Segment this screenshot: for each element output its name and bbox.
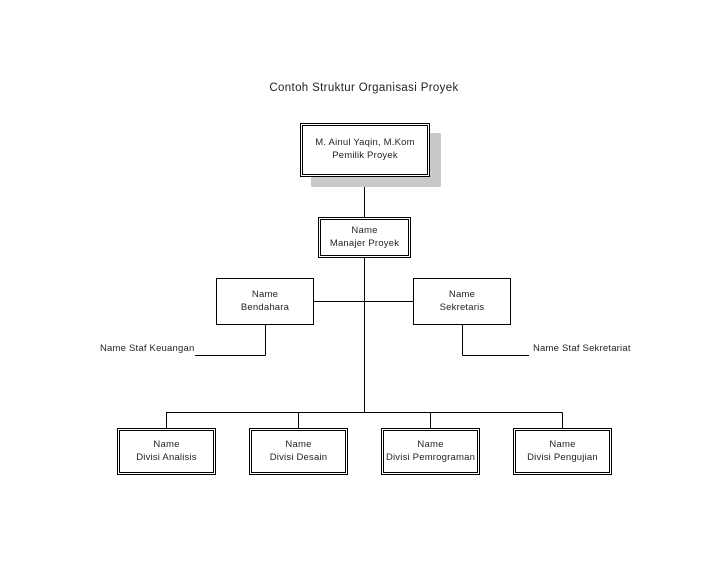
- node-treasurer-line1: Name: [251, 288, 279, 300]
- node-division-analisis-line1: Name: [153, 438, 180, 450]
- node-division-analisis-line2: Divisi Analisis: [136, 451, 197, 463]
- node-division-desain[interactable]: Name Divisi Desain: [249, 428, 348, 475]
- node-finance-staff-line2: Staf Keuangan: [129, 343, 195, 354]
- node-division-analisis[interactable]: Name Divisi Analisis: [117, 428, 216, 475]
- node-owner-line1: M. Ainul Yaqin, M.Kom: [315, 137, 415, 149]
- node-finance-staff-line1: Name: [100, 343, 127, 354]
- node-owner-line2: Pemilik Proyek: [332, 150, 398, 161]
- node-secretary-line2: Sekretaris: [439, 301, 485, 313]
- node-treasurer[interactable]: Name Bendahara: [216, 278, 314, 325]
- node-secretary-line1: Name: [448, 288, 476, 300]
- node-division-pengujian-line2: Divisi Pengujian: [527, 451, 598, 463]
- node-manager-line1: Name: [351, 224, 378, 236]
- node-division-pengujian[interactable]: Name Divisi Pengujian: [513, 428, 612, 475]
- node-manager[interactable]: Name Manajer Proyek: [318, 217, 411, 258]
- node-division-desain-line2: Divisi Desain: [269, 451, 328, 463]
- node-secretariat-staff-line2: Staf Sekretariat: [562, 343, 631, 354]
- node-treasurer-line2: Bendahara: [240, 301, 290, 313]
- node-finance-staff[interactable]: Name Staf Keuangan: [100, 343, 194, 356]
- node-manager-line2: Manajer Proyek: [329, 237, 400, 249]
- node-owner[interactable]: M. Ainul Yaqin, M.Kom Pemilik Proyek: [300, 123, 430, 177]
- node-division-desain-line1: Name: [285, 438, 312, 450]
- page-title: Contoh Struktur Organisasi Proyek: [269, 82, 459, 94]
- node-secretariat-staff-line1: Name: [533, 343, 560, 354]
- node-division-pengujian-line1: Name: [549, 438, 576, 450]
- node-secretary[interactable]: Name Sekretaris: [413, 278, 511, 325]
- node-division-pemrograman-line1: Name: [417, 438, 444, 450]
- node-division-pemrograman[interactable]: Name Divisi Pemrograman: [381, 428, 480, 475]
- node-secretariat-staff[interactable]: Name Staf Sekretariat: [533, 343, 631, 356]
- node-division-pemrograman-line2: Divisi Pemrograman: [385, 451, 476, 463]
